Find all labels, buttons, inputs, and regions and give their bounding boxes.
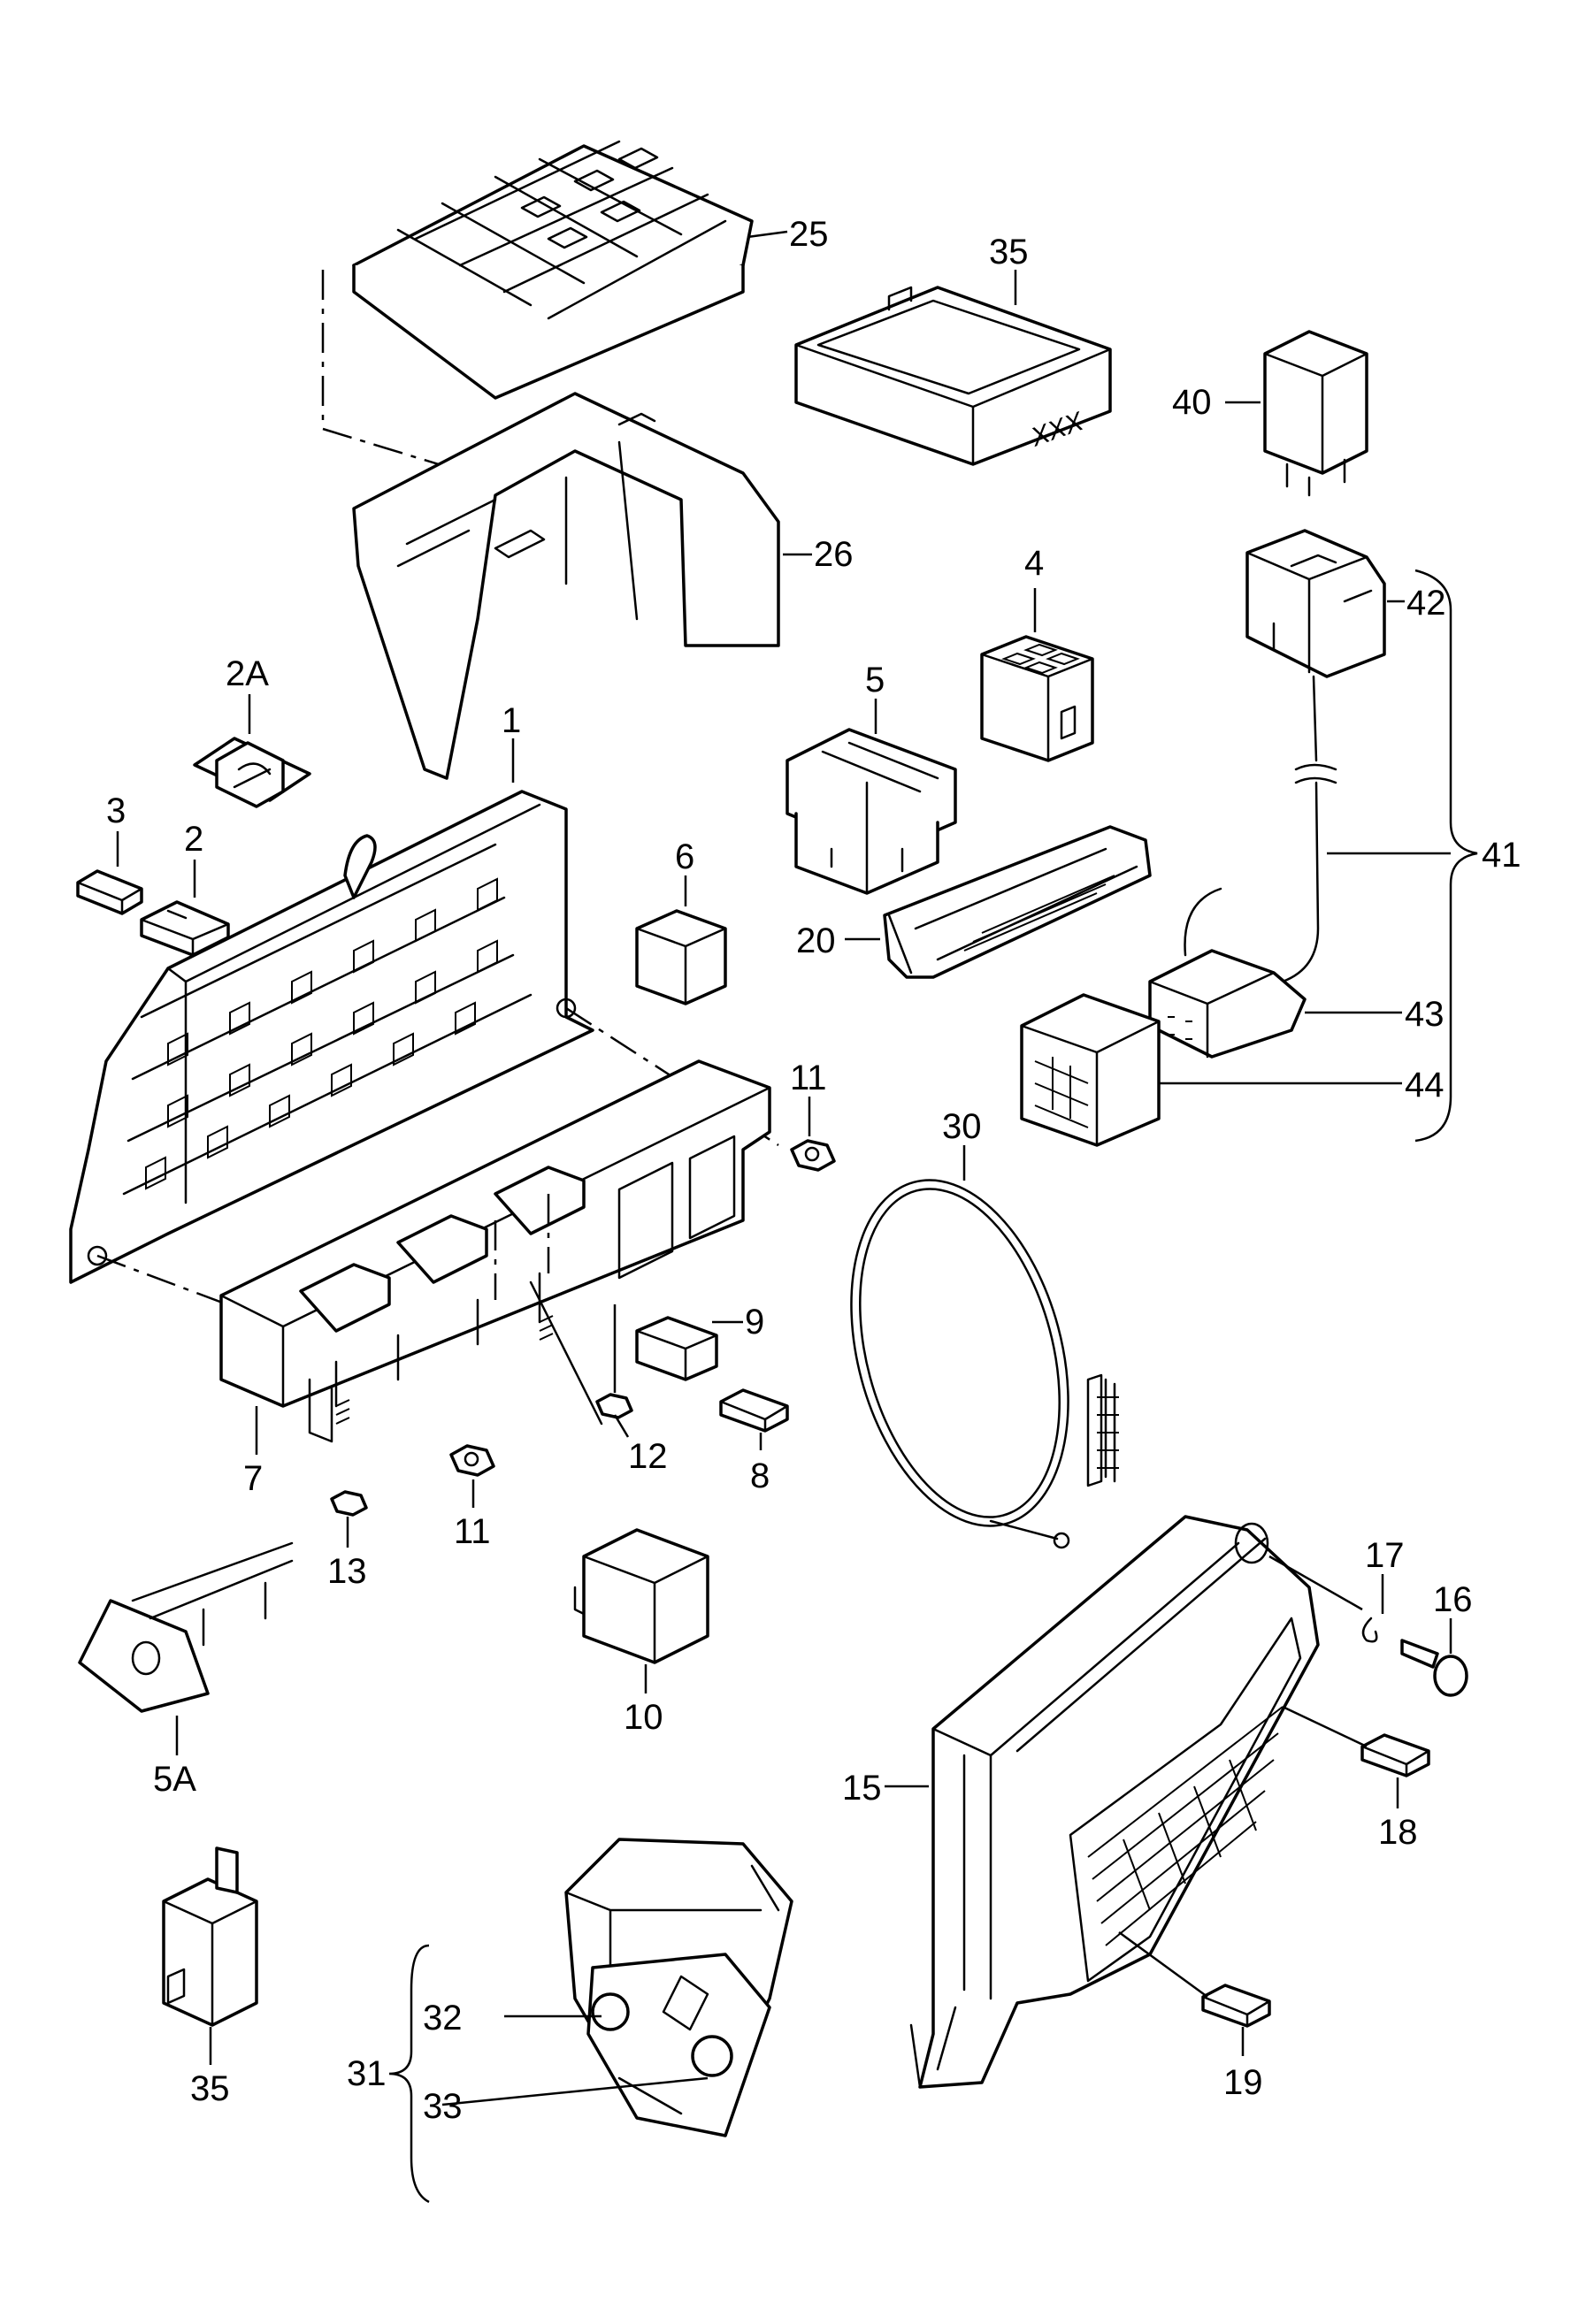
callout-5: 5 [865,661,885,699]
callout-33: 33 [423,2087,463,2126]
fuse-8 [719,1388,789,1450]
callout-35-top: 35 [989,233,1029,271]
relay-socket-5 [786,699,957,895]
fuse-18 [1282,1705,1430,1808]
callout-9: 9 [745,1303,764,1342]
callout-43: 43 [1405,995,1445,1034]
callout-41: 41 [1482,836,1521,875]
callout-13: 13 [327,1552,367,1591]
callout-5A: 5A [153,1760,196,1799]
callout-35-bottom: 35 [190,2069,230,2108]
relay-10 [573,1528,709,1693]
assembly-line-25-26 [321,270,483,479]
callout-44: 44 [1405,1066,1445,1105]
fuse-relay-carrier-1 [69,738,594,1284]
nut-12 [595,1304,633,1438]
callout-1: 1 [502,701,521,740]
callout-31: 31 [347,2054,387,2093]
callout-3: 3 [106,791,126,830]
callout-19: 19 [1223,2063,1263,2102]
callout-8: 8 [750,1456,770,1495]
callout-2: 2 [184,820,203,859]
nut-11-top [790,1097,836,1172]
bolt-16 [1400,1618,1468,1697]
bracket-5A [78,1541,294,1755]
brace-31 [388,1944,430,2204]
cable-41-break [1294,763,1337,784]
callout-10: 10 [624,1698,663,1737]
callout-32: 32 [423,1999,463,2037]
callout-20: 20 [796,921,836,960]
fuse-box-housing-15 [885,1515,1320,2089]
fuse-holder-31 [441,1838,793,2137]
relay-plate-7 [219,1059,771,1455]
nut-13 [330,1490,368,1548]
callout-18: 18 [1378,1813,1418,1852]
callout-11-top: 11 [790,1059,827,1097]
callout-6: 6 [675,837,694,876]
callout-12: 12 [628,1437,668,1476]
cover-bracket-26 [352,392,812,780]
wiring-harness-30 [850,1145,1119,1549]
relay-40 [1225,330,1368,497]
callout-42: 42 [1406,584,1446,623]
assembly-line-17 [1268,1555,1363,1611]
connector-4 [980,588,1094,762]
connector-43 [1148,887,1402,1059]
clip-2A [193,694,311,808]
clip-9 [635,1316,743,1381]
callout-30: 30 [942,1107,982,1146]
callout-11-bottom: 11 [454,1512,491,1551]
callout-15: 15 [842,1769,882,1808]
fuse-box-cover-25 [352,140,788,400]
relay-35-bottom [162,1846,258,2065]
control-unit-35-top: XXX [794,270,1112,466]
relay-6 [635,875,727,1005]
fuse-19 [1118,1930,1271,2056]
callout-4: 4 [1024,544,1044,583]
nut-11-bottom [449,1444,495,1508]
relay-holder-42 [1245,529,1405,678]
brace-41 [1414,569,1478,1143]
callout-26: 26 [814,535,854,574]
connector-44 [1020,993,1402,1147]
callout-7: 7 [243,1459,263,1498]
callout-16: 16 [1433,1580,1473,1619]
cable-41 [1281,675,1320,983]
callout-17: 17 [1365,1536,1405,1575]
callout-2A: 2A [226,654,269,693]
cover-strip-20 [845,825,1152,979]
fuse-3 [76,831,143,915]
clip-17 [1361,1574,1384,1643]
callout-40: 40 [1172,383,1212,422]
callout-25: 25 [789,215,829,254]
fuse-2 [140,860,230,957]
